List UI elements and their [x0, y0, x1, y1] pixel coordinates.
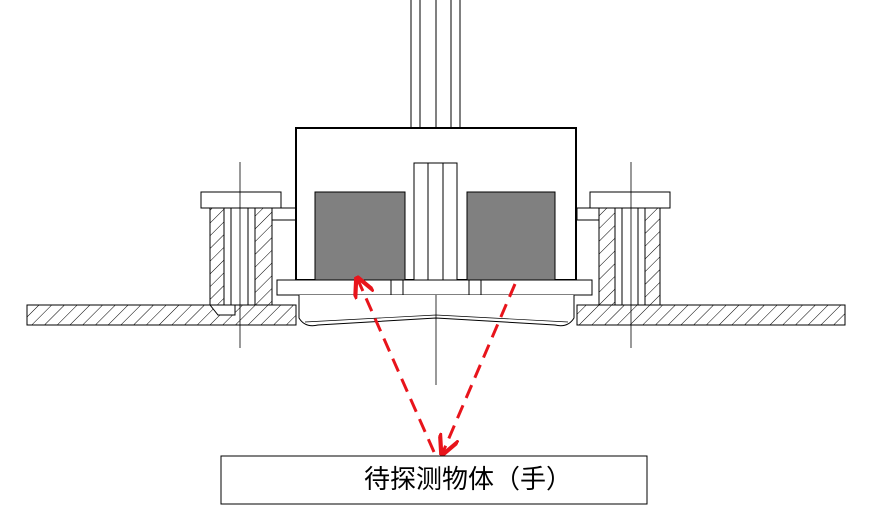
- emitter-element: [314, 191, 406, 281]
- detected-object-label: 待探测物体（手）: [364, 465, 572, 495]
- return-ray: [358, 280, 436, 453]
- lead-wires: [410, 0, 461, 128]
- mounting-boss-left: [200, 191, 297, 306]
- window-plate: [276, 279, 593, 327]
- base-plate-right: [576, 304, 846, 326]
- mounting-boss-right: [576, 191, 671, 306]
- detected-object-box: 待探测物体（手）: [220, 455, 648, 505]
- reflection-arrows: [358, 280, 517, 453]
- outgoing-ray: [443, 283, 517, 452]
- base-plate-left: [26, 304, 297, 326]
- receiver-element: [466, 191, 556, 281]
- center-lines: [239, 162, 632, 385]
